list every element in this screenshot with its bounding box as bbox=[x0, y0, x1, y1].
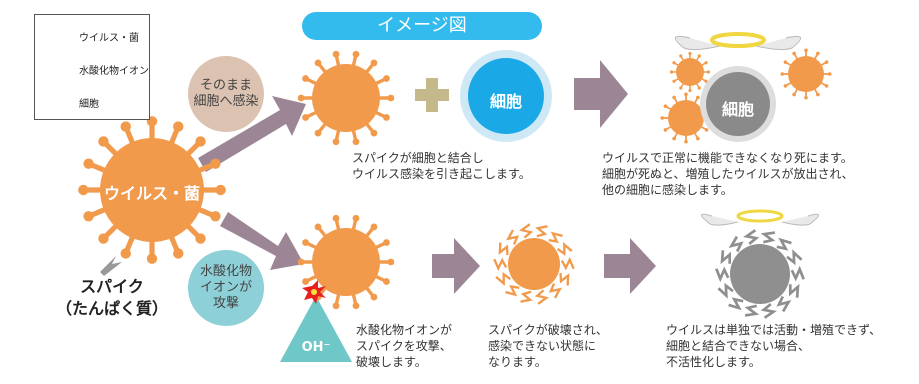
legend-item-ion: 水酸化物イオン bbox=[43, 58, 149, 80]
virus-attacked-icon bbox=[297, 214, 395, 310]
desc-top-1: スパイクが細胞と結合し ウイルス感染を引き起こします。 bbox=[352, 151, 531, 181]
bubble-bottom-bg bbox=[188, 250, 264, 326]
cell-label: 細胞 bbox=[489, 92, 522, 111]
bubble-top-bg bbox=[188, 56, 264, 132]
legend-label: 細胞 bbox=[79, 99, 99, 110]
arrow-top-right bbox=[574, 60, 628, 128]
desc-bottom-2: スパイクが破壊され、 感染できない状態に なります。 bbox=[488, 323, 608, 369]
ion-label: OH⁻ bbox=[301, 340, 331, 355]
bubble-bottom-text: 水酸化物 イオンが 攻撃 bbox=[199, 264, 252, 311]
plus-icon bbox=[415, 78, 449, 112]
virus-icon bbox=[78, 116, 226, 264]
legend: ウイルス・菌 水酸化物イオン 細胞 bbox=[34, 14, 150, 120]
legend-item-cell: 細胞 bbox=[43, 91, 147, 113]
desc-top-2: ウイルスで正常に機能できなくなり死にます。 細胞が死ぬと、増殖したウイルスが放出… bbox=[602, 151, 854, 197]
legend-label: 水酸化物イオン bbox=[79, 66, 149, 77]
arrow-spike-pointer bbox=[100, 256, 122, 276]
bubble-top-text: そのまま 細胞へ感染 bbox=[193, 78, 259, 109]
legend-item-virus: ウイルス・菌 bbox=[43, 25, 147, 47]
virus-released-icon bbox=[780, 48, 832, 100]
arrow-bottom-1 bbox=[432, 238, 480, 294]
dead-cell-icon bbox=[700, 66, 776, 142]
legend-label: ウイルス・菌 bbox=[79, 33, 139, 44]
halo-icon-bottom bbox=[701, 209, 819, 226]
desc-bottom-1: 水酸化物イオンが スパイクを攻撃、 破壊します。 bbox=[356, 323, 453, 369]
attack-burst-icon bbox=[302, 280, 326, 304]
virus-inactive-icon bbox=[715, 229, 805, 319]
hydroxide-ion-icon bbox=[280, 296, 352, 362]
desc-bottom-3: ウイルスは単独では活動・増殖できず、 細胞と結合できない場合、 不活性化します。 bbox=[666, 323, 882, 369]
dead-cell-label: 細胞 bbox=[721, 100, 754, 119]
arrow-to-bottom bbox=[220, 212, 304, 270]
arrow-bottom-2 bbox=[604, 238, 656, 294]
arrow-to-top bbox=[198, 96, 306, 172]
virus-released-icon bbox=[669, 51, 711, 93]
spike-label: スパイク （たんぱく質） bbox=[56, 277, 169, 318]
virus-broken-icon bbox=[493, 223, 575, 305]
cell-icon bbox=[460, 50, 552, 142]
virus-top-icon bbox=[297, 50, 395, 146]
center-virus-label: ウイルス・菌 bbox=[103, 184, 200, 203]
page-title: イメージ図 bbox=[302, 12, 542, 40]
halo-icon bbox=[674, 32, 802, 51]
virus-released-icon bbox=[660, 92, 712, 144]
